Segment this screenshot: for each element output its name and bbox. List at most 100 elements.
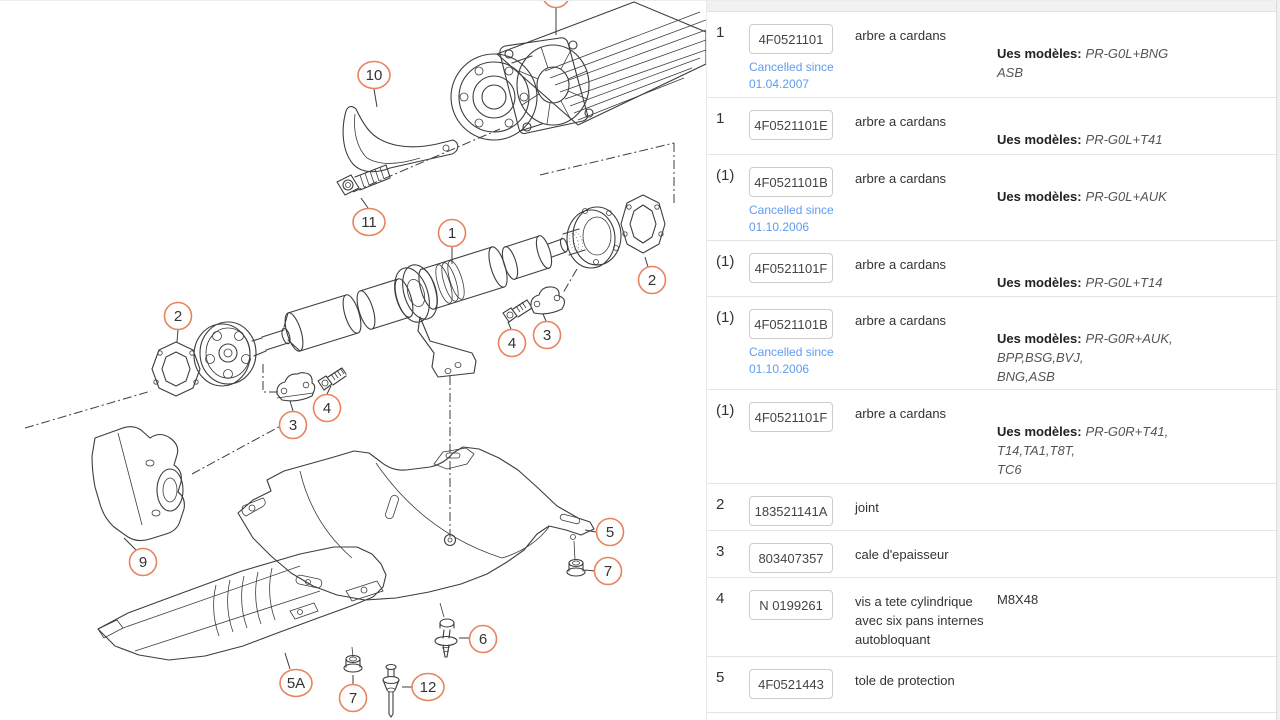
svg-text:5A: 5A <box>287 675 305 692</box>
svg-text:4: 4 <box>508 335 516 352</box>
part-callout <box>543 1 569 9</box>
flex-disc-left-drawing <box>151 341 201 397</box>
models-info: Ues modèles:PR-G0L+BNG ASB <box>997 12 1278 82</box>
models-label: Ues modèles: <box>997 189 1082 204</box>
part-number-button[interactable]: N 0199261 <box>749 590 833 620</box>
svg-text:9: 9 <box>139 554 147 571</box>
svg-text:11: 11 <box>361 214 377 231</box>
svg-text:3: 3 <box>289 417 297 434</box>
position-number: (1) <box>716 167 735 184</box>
part-callout: 2 <box>163 301 193 331</box>
models-label: Ues modèles: <box>997 46 1082 61</box>
part-number-button[interactable]: 4F0521101E <box>749 110 833 140</box>
table-row: (1) 4F0521101B Cancelled since 01.10.200… <box>707 297 1278 390</box>
models-info: Ues modèles:PR-G0L+AUK <box>997 155 1278 206</box>
part-description: cale d'epaisseur <box>855 547 949 562</box>
svg-text:6: 6 <box>479 631 487 648</box>
part-callout: 3 <box>532 320 562 350</box>
table-header-bar <box>707 1 1278 12</box>
models-info: Ues modèles:PR-G0L+T14 <box>997 241 1278 292</box>
flex-disc-right-drawing <box>620 194 666 254</box>
gearbox-drawing <box>450 1 706 141</box>
svg-text:4: 4 <box>323 400 331 417</box>
heat-shield-5a-drawing <box>97 546 387 661</box>
position-number: 1 <box>716 110 725 127</box>
nut-7-left-drawing <box>343 646 363 673</box>
part-remark: M8X48 <box>997 592 1039 607</box>
models-label: Ues modèles: <box>997 132 1082 147</box>
part-callout: 4 <box>497 328 527 358</box>
bolt-left-drawing <box>317 367 347 391</box>
nut-7-right-drawing <box>566 540 586 577</box>
clamp-right-drawing <box>530 286 565 315</box>
bracket-9-drawing <box>91 426 185 542</box>
bolt-right-drawing <box>502 299 533 323</box>
part-number-button[interactable]: 4F0521101F <box>749 253 833 283</box>
part-number-button[interactable]: 4F0521101B <box>749 167 833 197</box>
models-label: Ues modèles: <box>997 424 1082 439</box>
position-number: 3 <box>716 543 725 560</box>
svg-text:1: 1 <box>448 225 456 242</box>
svg-text:10: 10 <box>366 67 383 84</box>
models-values: PR-G0R+AUK, BPP,BSG,BVJ, BNG,ASB <box>997 331 1173 384</box>
part-callout: 7 <box>593 556 623 586</box>
part-number-button[interactable]: 4F0521101F <box>749 402 833 432</box>
models-info: Ues modèles:PR-G0R+AUK, BPP,BSG,BVJ, BNG… <box>997 297 1278 386</box>
part-description: joint <box>855 500 879 515</box>
part-description: arbre a cardans <box>855 313 947 328</box>
position-number: (1) <box>716 253 735 270</box>
part-number-button[interactable]: 803407357 <box>749 543 833 573</box>
position-number: (1) <box>716 309 735 326</box>
table-row: 1 4F0521101 Cancelled since 01.04.2007 a… <box>707 12 1278 98</box>
position-number: 2 <box>716 496 725 513</box>
table-row: (1) 4F0521101F arbre a cardans Ues modèl… <box>707 241 1278 297</box>
parts-table-panel: 1 4F0521101 Cancelled since 01.04.2007 a… <box>706 1 1278 720</box>
svg-text:7: 7 <box>604 563 612 580</box>
models-info: Ues modèles:PR-G0L+T41 <box>997 98 1278 149</box>
table-row: (1) 4F0521101B Cancelled since 01.10.200… <box>707 155 1278 241</box>
part-callout: 6 <box>468 624 498 654</box>
table-row: 2 183521141A joint <box>707 484 1278 531</box>
part-description: arbre a cardans <box>855 171 947 186</box>
part-callout: 7 <box>338 683 368 713</box>
part-description: arbre a cardans <box>855 257 947 272</box>
part-number-button[interactable]: 183521141A <box>749 496 833 526</box>
part-description: arbre a cardans <box>855 406 947 421</box>
part-number-button[interactable]: 4F0521443 <box>749 669 833 699</box>
models-values: PR-G0L+T14 <box>1085 275 1163 290</box>
cancelled-since-link[interactable]: Cancelled since 01.10.2006 <box>749 345 834 376</box>
svg-text:12: 12 <box>420 679 437 696</box>
table-row: 4 N 0199261 vis a tete cylindrique avec … <box>707 578 1278 657</box>
models-label: Ues modèles: <box>997 275 1082 290</box>
models-values: PR-G0L+BNG ASB <box>997 46 1169 80</box>
part-callout: 3 <box>278 410 308 440</box>
clamp-left-drawing <box>276 372 316 402</box>
part-description: tole de protection <box>855 673 955 688</box>
bolt-11-drawing <box>336 164 391 196</box>
table-row: 5 4F0521443 tole de protection <box>707 657 1278 713</box>
screw-6-drawing <box>434 602 458 658</box>
part-callout: 9 <box>128 547 158 577</box>
position-number: 1 <box>716 24 725 41</box>
parts-table-body: 1 4F0521101 Cancelled since 01.04.2007 a… <box>707 12 1278 720</box>
part-number-button[interactable]: 4F0521101 <box>749 24 833 54</box>
svg-text:7: 7 <box>349 690 357 707</box>
propshaft-drawing <box>193 206 622 387</box>
svg-text:3: 3 <box>543 327 551 344</box>
part-callout: 2 <box>637 265 667 295</box>
part-callout: 5 <box>595 517 625 547</box>
part-description: arbre a cardans <box>855 28 947 43</box>
cancelled-since-link[interactable]: Cancelled since 01.10.2006 <box>749 203 834 234</box>
part-description: vis a tete cylindrique avec six pans int… <box>855 594 984 647</box>
part-callout: 4 <box>312 393 342 423</box>
cancelled-since-link[interactable]: Cancelled since 01.04.2007 <box>749 60 834 91</box>
models-label: Ues modèles: <box>997 331 1082 346</box>
models-values: PR-G0L+T41 <box>1085 132 1163 147</box>
part-number-button[interactable]: 4F0521101B <box>749 309 833 339</box>
part-callout: 12 <box>411 672 445 702</box>
models-values: PR-G0R+T41, T14,TA1,T8T, TC6 <box>997 424 1169 477</box>
part-description: arbre a cardans <box>855 114 947 129</box>
